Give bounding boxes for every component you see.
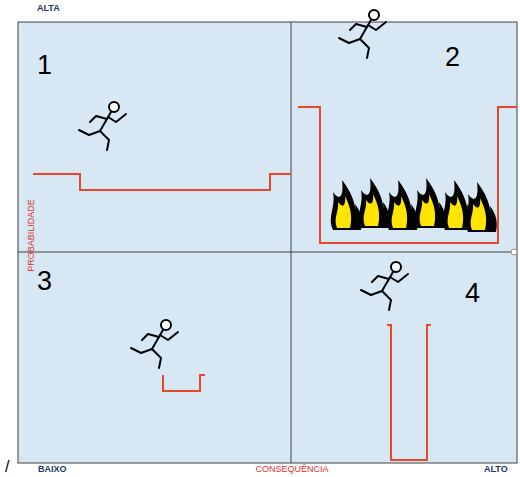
risk-quadrant: 1 <box>18 22 291 252</box>
risk-quadrant: 3 <box>18 252 291 463</box>
quadrant-number: 4 <box>465 278 480 308</box>
axis-low-label: BAIXO <box>38 464 67 475</box>
quadrant-number: 1 <box>37 50 52 80</box>
risk-quadrant: 2 <box>291 22 517 252</box>
axis-high-label: ALTO <box>484 464 508 475</box>
risk-quadrant: 4 <box>291 252 517 463</box>
slash-mark: / <box>5 459 9 475</box>
axis-title: PROBABILIDADE <box>26 199 37 272</box>
quadrant-number: 2 <box>445 42 460 72</box>
axis-title: CONSEQUÊNCIA <box>255 464 328 475</box>
axis-high-label: ALTA <box>37 3 60 14</box>
quadrant-number: 3 <box>37 266 52 296</box>
